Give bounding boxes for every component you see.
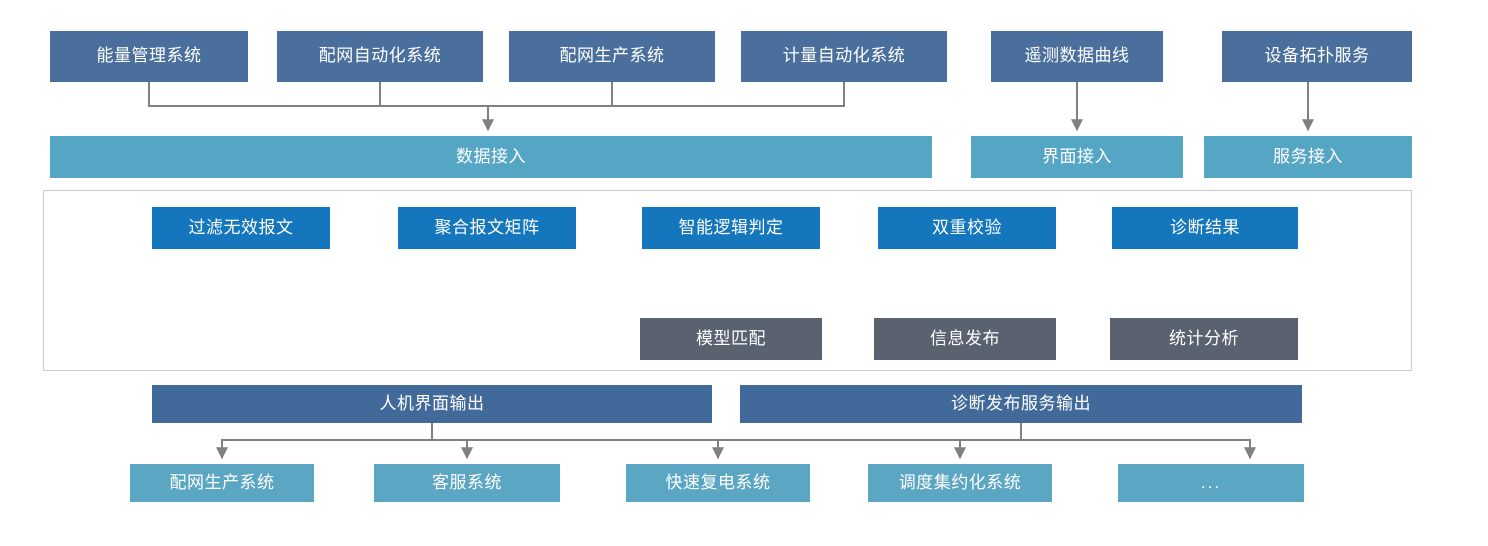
source-box-metering-automation[interactable]: 计量自动化系统	[741, 31, 947, 82]
pipeline-step-intelligent-logic-decision[interactable]: 智能逻辑判定	[642, 207, 820, 249]
wire-svc-output-to-dispatch	[954, 439, 1021, 460]
access-bar-interface[interactable]: 界面接入	[971, 136, 1183, 178]
pipeline-step-diagnosis-result[interactable]: 诊断结果	[1112, 207, 1298, 249]
consumer-box-dispatch-intensive[interactable]: 调度集约化系统	[868, 464, 1052, 502]
pipeline-step-aggregate-message-matrix[interactable]: 聚合报文矩阵	[398, 207, 576, 249]
action-box-model-matching[interactable]: 模型匹配	[640, 318, 822, 360]
access-bar-data[interactable]: 数据接入	[50, 136, 932, 178]
source-box-device-topology-service[interactable]: 设备拓扑服务	[1222, 31, 1412, 82]
consumer-box-customer-service[interactable]: 客服系统	[374, 464, 560, 502]
pipeline-step-filter-invalid-message[interactable]: 过滤无效报文	[152, 207, 330, 249]
wire-svc-output-bus-left	[718, 423, 1022, 441]
access-bar-service[interactable]: 服务接入	[1204, 136, 1412, 178]
source-box-energy-management[interactable]: 能量管理系统	[50, 31, 248, 82]
consumer-box-more[interactable]: ...	[1118, 464, 1304, 502]
wire-ui-output-to-restore	[432, 439, 724, 460]
output-bar-diagnosis-publish-service[interactable]: 诊断发布服务输出	[740, 385, 1302, 423]
pipeline-step-double-verification[interactable]: 双重校验	[878, 207, 1056, 249]
source-box-distribution-automation[interactable]: 配网自动化系统	[277, 31, 483, 82]
wire-ui-output-to-prod	[216, 423, 433, 460]
consumer-box-distribution-production[interactable]: 配网生产系统	[130, 464, 314, 502]
consumer-box-fast-power-restoration[interactable]: 快速复电系统	[626, 464, 810, 502]
wire-svc-output-to-more	[1021, 439, 1256, 460]
wire-sources-bus	[148, 82, 845, 107]
wire-ui-output-to-service	[432, 439, 473, 460]
action-box-statistical-analysis[interactable]: 统计分析	[1110, 318, 1298, 360]
action-box-information-publish[interactable]: 信息发布	[874, 318, 1056, 360]
source-box-telemetry-curve[interactable]: 遥测数据曲线	[991, 31, 1163, 82]
output-bar-hmi[interactable]: 人机界面输出	[152, 385, 712, 423]
source-box-distribution-production[interactable]: 配网生产系统	[509, 31, 715, 82]
